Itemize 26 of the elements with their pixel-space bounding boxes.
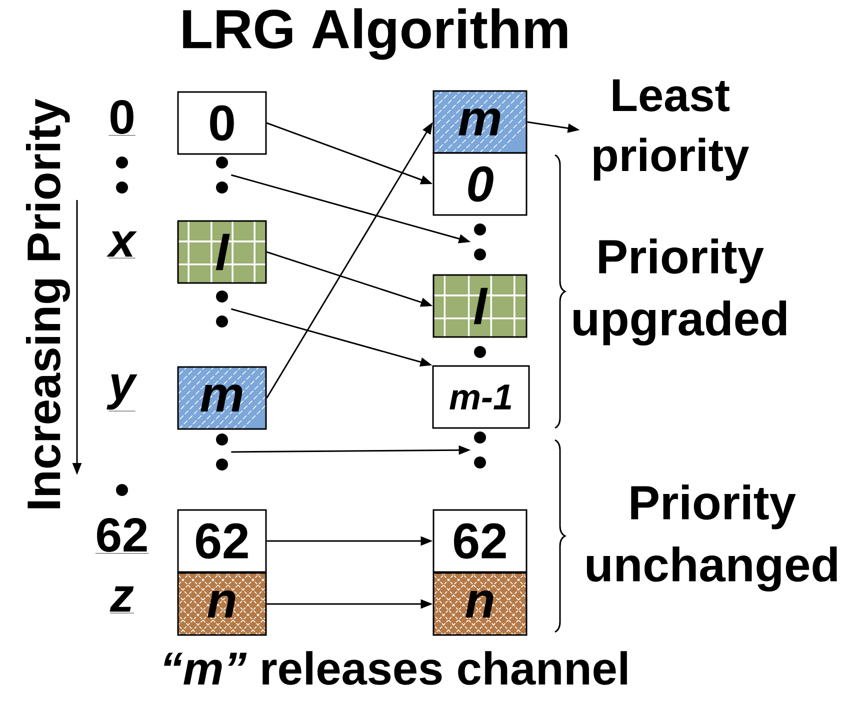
ellipsis-dots	[216, 434, 228, 470]
title: LRG Algorithm	[183, 8, 568, 60]
ellipsis-dots	[116, 156, 128, 194]
ellipsis-dots	[474, 224, 486, 260]
index-label: 62	[95, 518, 149, 554]
caption: “m” releases channel	[164, 651, 627, 685]
ellipsis-dots	[474, 432, 486, 468]
index-label: z	[110, 586, 134, 614]
queue-slot: m-1	[432, 365, 530, 429]
index-label: 0	[108, 100, 136, 136]
index-label: x	[106, 231, 137, 258]
index-label: y	[106, 374, 138, 412]
queue-slot: l	[177, 220, 267, 284]
ellipsis-dots	[216, 290, 228, 328]
group-label: Priority upgraded	[574, 238, 786, 346]
axis-label: Increasing Priority	[26, 98, 70, 508]
queue-slot: l	[432, 274, 528, 338]
queue-slot: 0	[177, 91, 267, 155]
ellipsis-dot	[116, 484, 128, 496]
group-label: Priority unchanged	[586, 484, 837, 592]
note-text: Least priority	[594, 79, 749, 181]
queue-slot: 0	[432, 152, 528, 216]
ellipsis-dot	[474, 346, 486, 358]
queue-slot: 62	[177, 509, 267, 573]
queue-slot: 62	[432, 509, 528, 573]
ellipsis-dots	[216, 156, 228, 194]
